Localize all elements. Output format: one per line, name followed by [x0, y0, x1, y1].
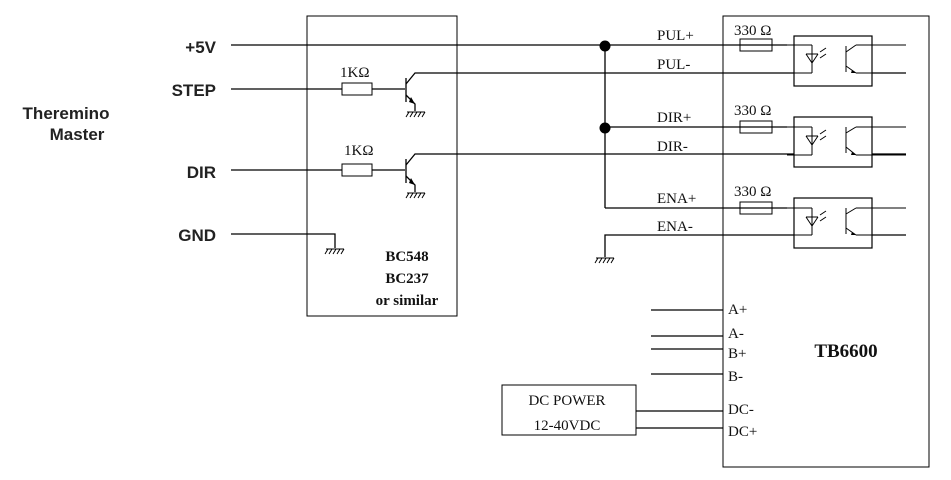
pin-label-gnd: GND [178, 226, 216, 245]
resistor-ena [739, 201, 773, 215]
resistor-dir [341, 163, 373, 177]
optocoupler-icon-3 [787, 197, 906, 249]
master-title-line2: Master [50, 125, 105, 144]
resistor-dir2-label: 330 Ω [734, 103, 771, 119]
power-supply-line2: 12-40VDC [534, 418, 601, 434]
power-supply-box [501, 384, 637, 436]
ground-icon [324, 248, 345, 255]
transistor-type-3: or similar [376, 293, 439, 309]
resistor-step [341, 82, 373, 96]
optocoupler-icon-2 [787, 116, 906, 168]
gnd-circuit [231, 233, 345, 255]
resistor-dir-label: 1KΩ [344, 143, 373, 159]
pin-label-dir: DIR [187, 163, 216, 182]
transistor-type-2: BC237 [385, 271, 429, 287]
transistor-dir-icon [405, 153, 906, 199]
junction-dot-1 [599, 40, 611, 52]
pin-pul-plus: PUL+ [657, 28, 694, 44]
wire-gnd [231, 233, 336, 248]
resistor-pul-label: 330 Ω [734, 23, 771, 39]
driver-box [722, 15, 930, 468]
pin-dc-plus: DC+ [728, 424, 757, 440]
wire-motor-pins [651, 309, 723, 375]
power-supply-line1: DC POWER [528, 393, 605, 409]
pin-dc-minus: DC- [728, 402, 754, 418]
optocoupler-icon-1 [787, 35, 906, 87]
driver-name: TB6600 [814, 341, 877, 362]
step-circuit: 1KΩ [231, 65, 906, 118]
transistor-type-1: BC548 [385, 249, 428, 265]
resistor-ena-label: 330 Ω [734, 184, 771, 200]
pin-pul-minus: PUL- [657, 57, 690, 73]
wire-power [636, 410, 723, 429]
pin-dir-minus: DIR- [657, 139, 688, 155]
resistor-pul [739, 38, 773, 52]
pin-ena-minus: ENA- [657, 219, 693, 235]
ground-icon-2 [594, 257, 615, 264]
pin-a-minus: A- [728, 326, 744, 342]
resistor-step-label: 1KΩ [340, 65, 369, 81]
dir-circuit: 1KΩ [231, 143, 906, 199]
master-title-line1: Theremino [23, 104, 110, 123]
pin-ena-plus: ENA+ [657, 191, 696, 207]
resistor-dir2 [739, 120, 773, 134]
pin-b-minus: B- [728, 369, 743, 385]
transistor-step-icon [405, 72, 906, 118]
interface-box [306, 15, 458, 317]
pin-b-plus: B+ [728, 346, 746, 362]
pin-a-plus: A+ [728, 302, 747, 318]
pin-dir-plus: DIR+ [657, 110, 691, 126]
pin-label-step: STEP [172, 81, 216, 100]
pin-label-5v: +5V [185, 38, 216, 57]
junction-dot-2 [599, 122, 611, 134]
